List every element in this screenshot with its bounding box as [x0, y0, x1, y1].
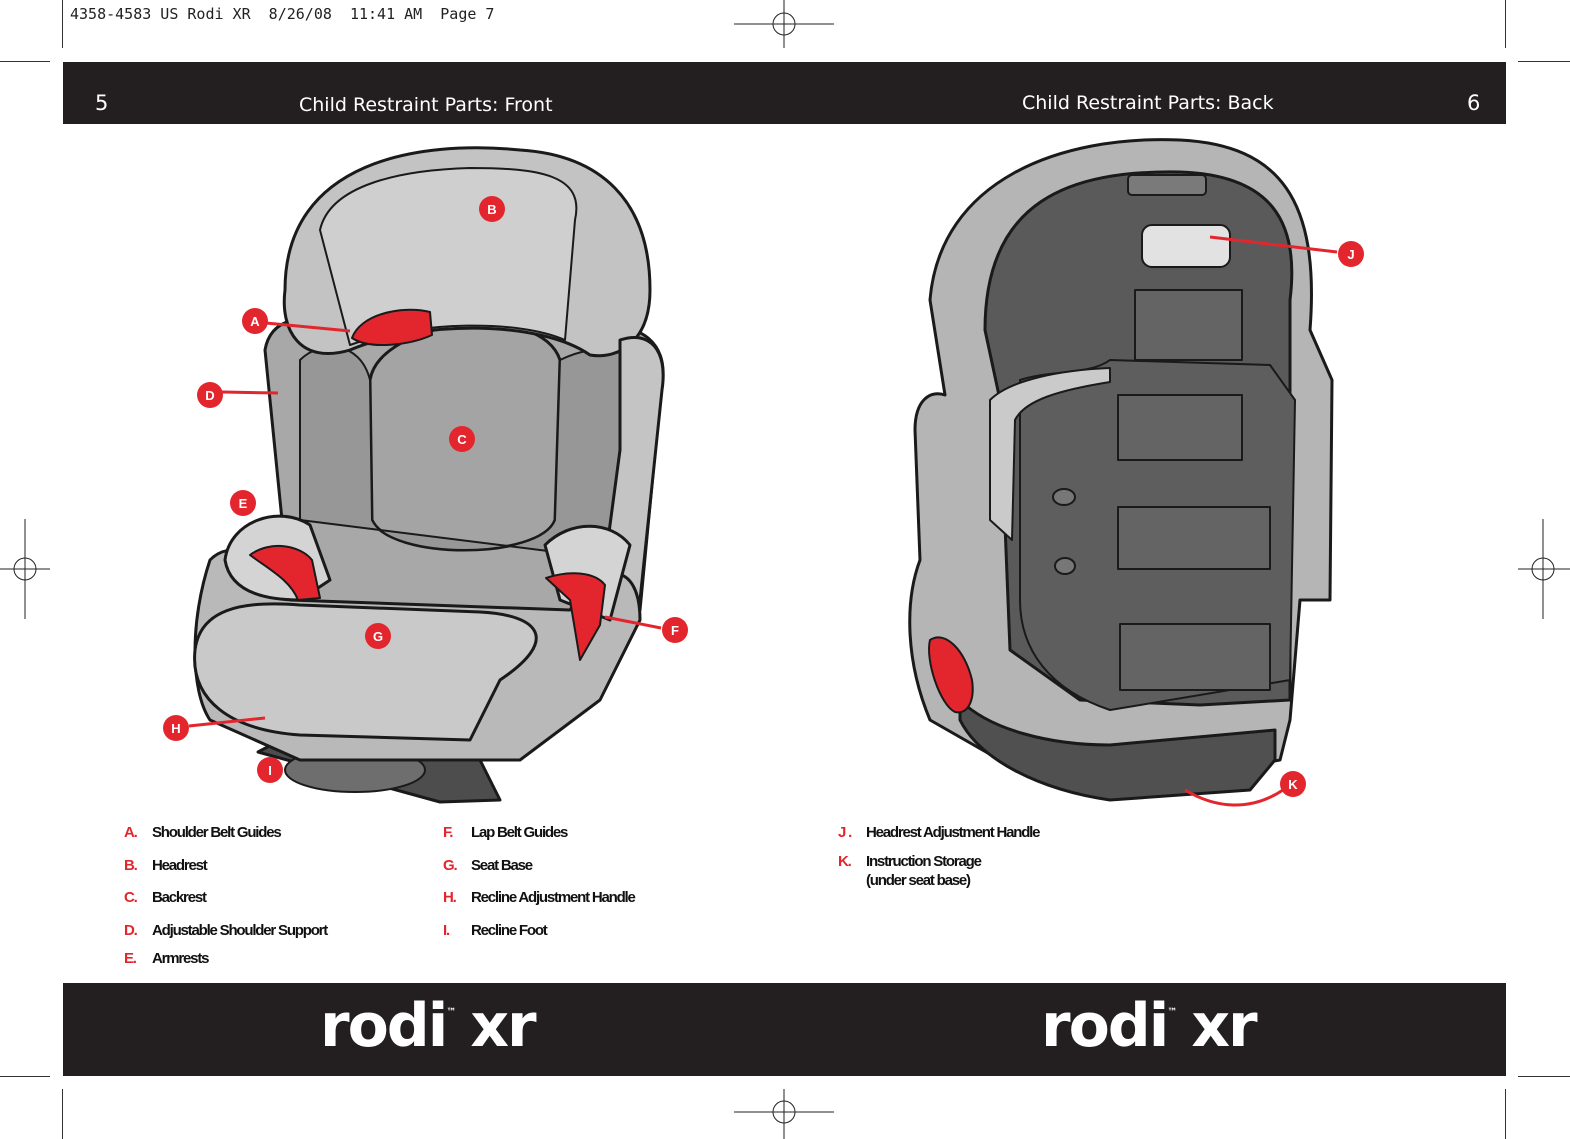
svg-text:E: E	[239, 496, 248, 511]
callout-e: E	[230, 490, 256, 516]
registration-mark-top	[734, 0, 834, 48]
svg-text:K: K	[1288, 777, 1298, 792]
crop-mark	[62, 0, 63, 48]
callout-h: H	[163, 715, 189, 741]
leader-lines	[188, 235, 1338, 807]
svg-text:A: A	[250, 314, 260, 329]
callout-b: B	[479, 196, 505, 222]
callout-k: K	[1280, 771, 1306, 797]
crop-mark	[62, 1089, 63, 1139]
crop-mark	[1518, 1076, 1570, 1077]
right-page-number: 6	[1467, 91, 1481, 115]
callout-f: F	[662, 617, 688, 643]
crop-mark	[0, 61, 50, 62]
print-slug: 4358-4583 US Rodi XR 8/26/08 11:41 AM Pa…	[70, 5, 495, 23]
back-seat-illustration	[908, 138, 1334, 802]
svg-text:J: J	[1347, 247, 1354, 262]
callout-g: G	[365, 623, 391, 649]
left-page-title: Child Restraint Parts: Front	[299, 94, 553, 116]
right-page-title: Child Restraint Parts: Back	[1022, 92, 1274, 114]
callout-a: A	[242, 308, 268, 334]
svg-text:D: D	[205, 388, 214, 403]
registration-mark-right	[1518, 519, 1570, 619]
callout-j: J	[1338, 241, 1364, 267]
callout-badges: A B C D E F G H I J K	[163, 196, 1364, 797]
svg-text:H: H	[171, 721, 180, 736]
crop-mark	[1505, 0, 1506, 48]
callout-i: I	[257, 757, 283, 783]
svg-text:B: B	[487, 202, 496, 217]
crop-mark	[1505, 1089, 1506, 1139]
crop-mark	[0, 1076, 50, 1077]
header-band: 5 Child Restraint Parts: Front Child Res…	[63, 62, 1506, 124]
crop-mark	[1518, 61, 1570, 62]
svg-text:F: F	[671, 623, 679, 638]
svg-text:G: G	[373, 629, 383, 644]
svg-text:C: C	[457, 432, 467, 447]
registration-mark-left	[0, 519, 50, 619]
left-page-number: 5	[95, 91, 109, 115]
svg-text:I: I	[268, 763, 272, 778]
callout-c: C	[449, 426, 475, 452]
callout-d: D	[197, 382, 223, 408]
registration-mark-bottom	[734, 1089, 834, 1139]
front-seat-illustration	[193, 146, 665, 804]
